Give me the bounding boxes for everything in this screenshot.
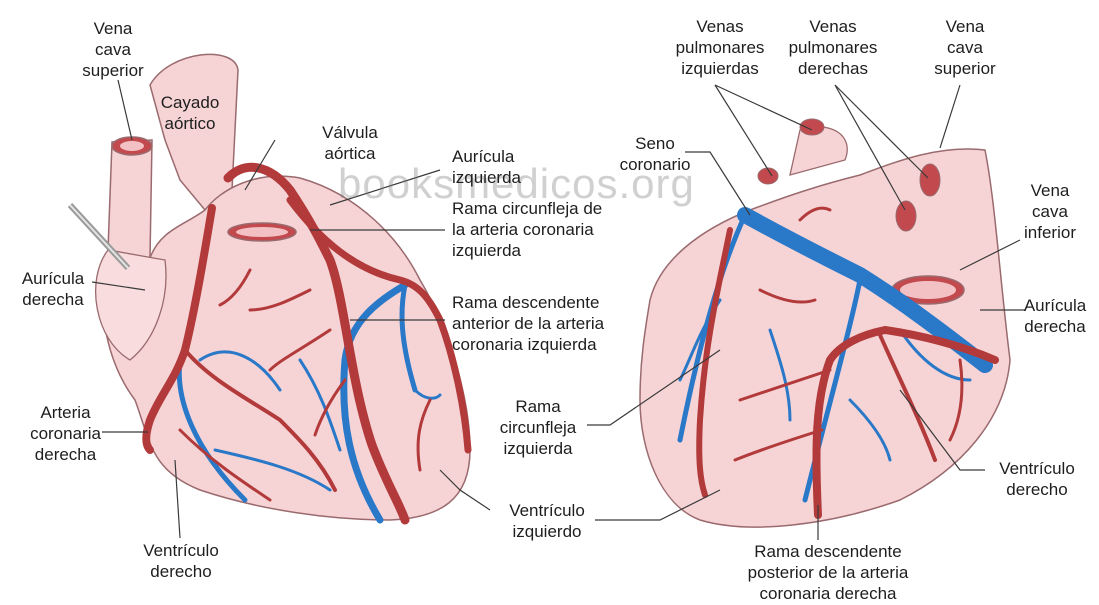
right-pulmonary-vein-opening-1 bbox=[920, 164, 940, 196]
label-arteria-coronaria-derecha: Arteria coronaria derecha bbox=[18, 402, 113, 465]
label-valvula-aortica: Válvula aórtica bbox=[300, 122, 400, 164]
label-rama-descendente-posterior: Rama descendente posterior de la arteria… bbox=[728, 541, 928, 604]
label-ventriculo-derecho-posterior: Ventrículo derecho bbox=[982, 458, 1092, 500]
label-venas-pulmonares-derechas: Venas pulmonares derechas bbox=[778, 16, 888, 79]
label-rama-descendente-anterior: Rama descendente anterior de la arteria … bbox=[452, 292, 604, 355]
label-venas-pulmonares-izquierdas: Venas pulmonares izquierdas bbox=[665, 16, 775, 79]
label-rama-circunfleja-izquierda: Rama circunfleja izquierda bbox=[488, 396, 588, 459]
posterior-heart bbox=[640, 119, 1010, 527]
label-cayado-aortico: Cayado aórtico bbox=[140, 92, 240, 134]
label-vena-cava-superior-anterior: Vena cava superior bbox=[68, 18, 158, 81]
superior-vena-cava-anterior bbox=[108, 140, 152, 258]
label-vena-cava-superior-posterior: Vena cava superior bbox=[920, 16, 1010, 79]
right-pulmonary-vein-opening-2 bbox=[896, 201, 916, 231]
left-pulmonary-vein-opening-1 bbox=[800, 119, 824, 135]
label-ventriculo-izquierdo: Ventrículo izquierdo bbox=[492, 500, 602, 542]
label-ventriculo-derecho-anterior: Ventrículo derecho bbox=[126, 540, 236, 582]
label-seno-coronario: Seno coronario bbox=[610, 133, 700, 175]
label-auricula-derecha-posterior: Aurícula derecha bbox=[1012, 295, 1098, 337]
label-auricula-izquierda: Aurícula izquierda bbox=[452, 146, 521, 188]
label-rama-circunfleja: Rama circunfleja de la arteria coronaria… bbox=[452, 198, 602, 261]
label-auricula-derecha-anterior: Aurícula derecha bbox=[8, 268, 98, 310]
label-vena-cava-inferior: Vena cava inferior bbox=[1010, 180, 1090, 243]
